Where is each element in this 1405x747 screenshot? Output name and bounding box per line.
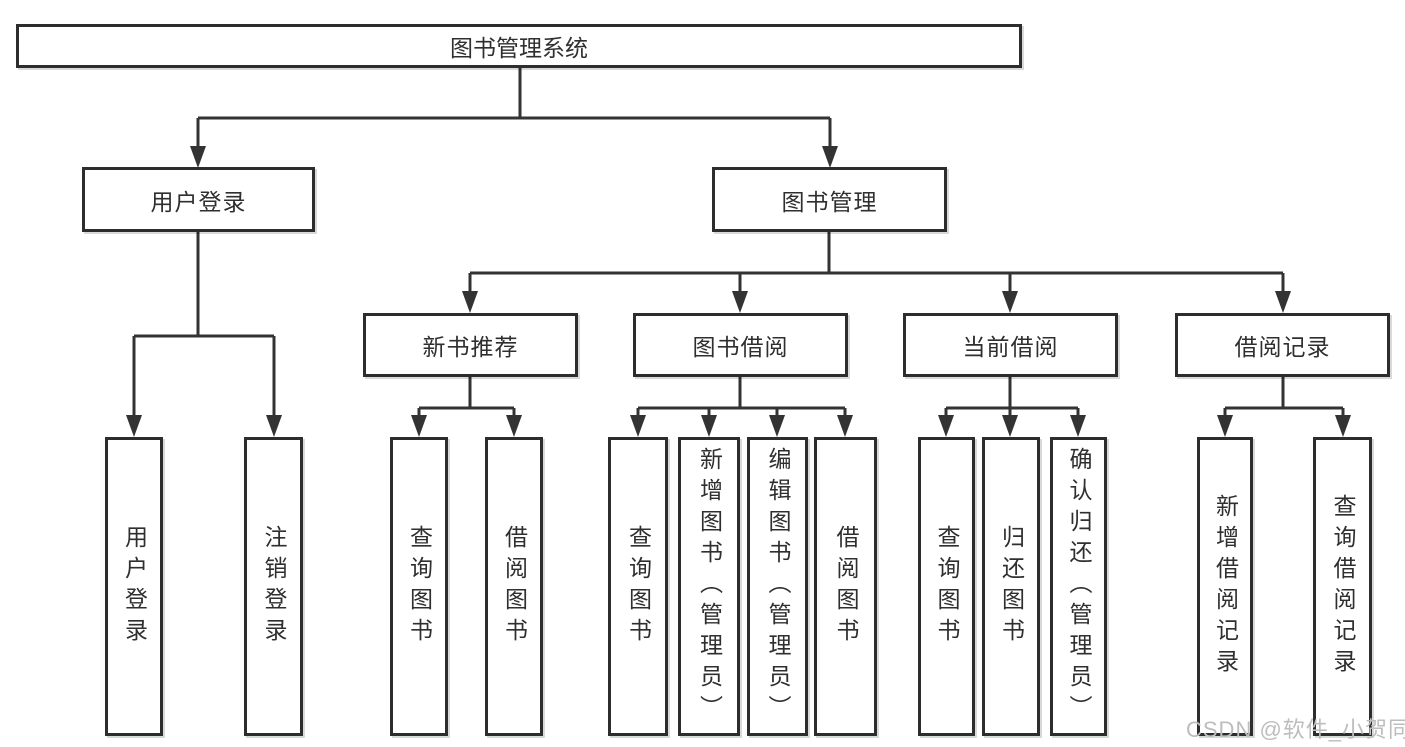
node-borrowing-records: 借阅记录 (1175, 313, 1390, 377)
leaf-current-query-books: 查询图书 (918, 437, 975, 736)
leaf-borrow-add-books-admin: 新增图书（管理员） (678, 437, 740, 736)
node-user-login: 用户登录 (82, 167, 315, 232)
node-library-management-system: 图书管理系统 (16, 24, 1022, 68)
leaf-current-confirm-return-admin: 确认归还（管理员） (1050, 437, 1107, 736)
arrowheads (126, 146, 1351, 437)
leaf-borrow-edit-books-admin: 编辑图书（管理员） (747, 437, 808, 736)
leaf-logout: 注销登录 (244, 437, 303, 736)
leaf-rec-query-books: 查询图书 (390, 437, 448, 736)
watermark-text: CSDN @软件_小贺同学 (1186, 717, 1405, 742)
node-book-borrowing: 图书借阅 (633, 313, 848, 377)
leaf-records-add-record: 新增借阅记录 (1197, 437, 1253, 736)
node-book-management: 图书管理 (712, 167, 947, 232)
leaf-borrow-query-books: 查询图书 (608, 437, 668, 736)
leaf-rec-borrow-books: 借阅图书 (485, 437, 543, 736)
node-current-borrowing: 当前借阅 (903, 313, 1118, 377)
leaf-borrow-borrow-books: 借阅图书 (814, 437, 877, 736)
node-new-book-recommendation: 新书推荐 (363, 313, 578, 377)
leaf-user-login: 用户登录 (105, 437, 163, 736)
leaf-records-query-record: 查询借阅记录 (1313, 437, 1372, 736)
leaf-current-return-books: 归还图书 (982, 437, 1040, 736)
